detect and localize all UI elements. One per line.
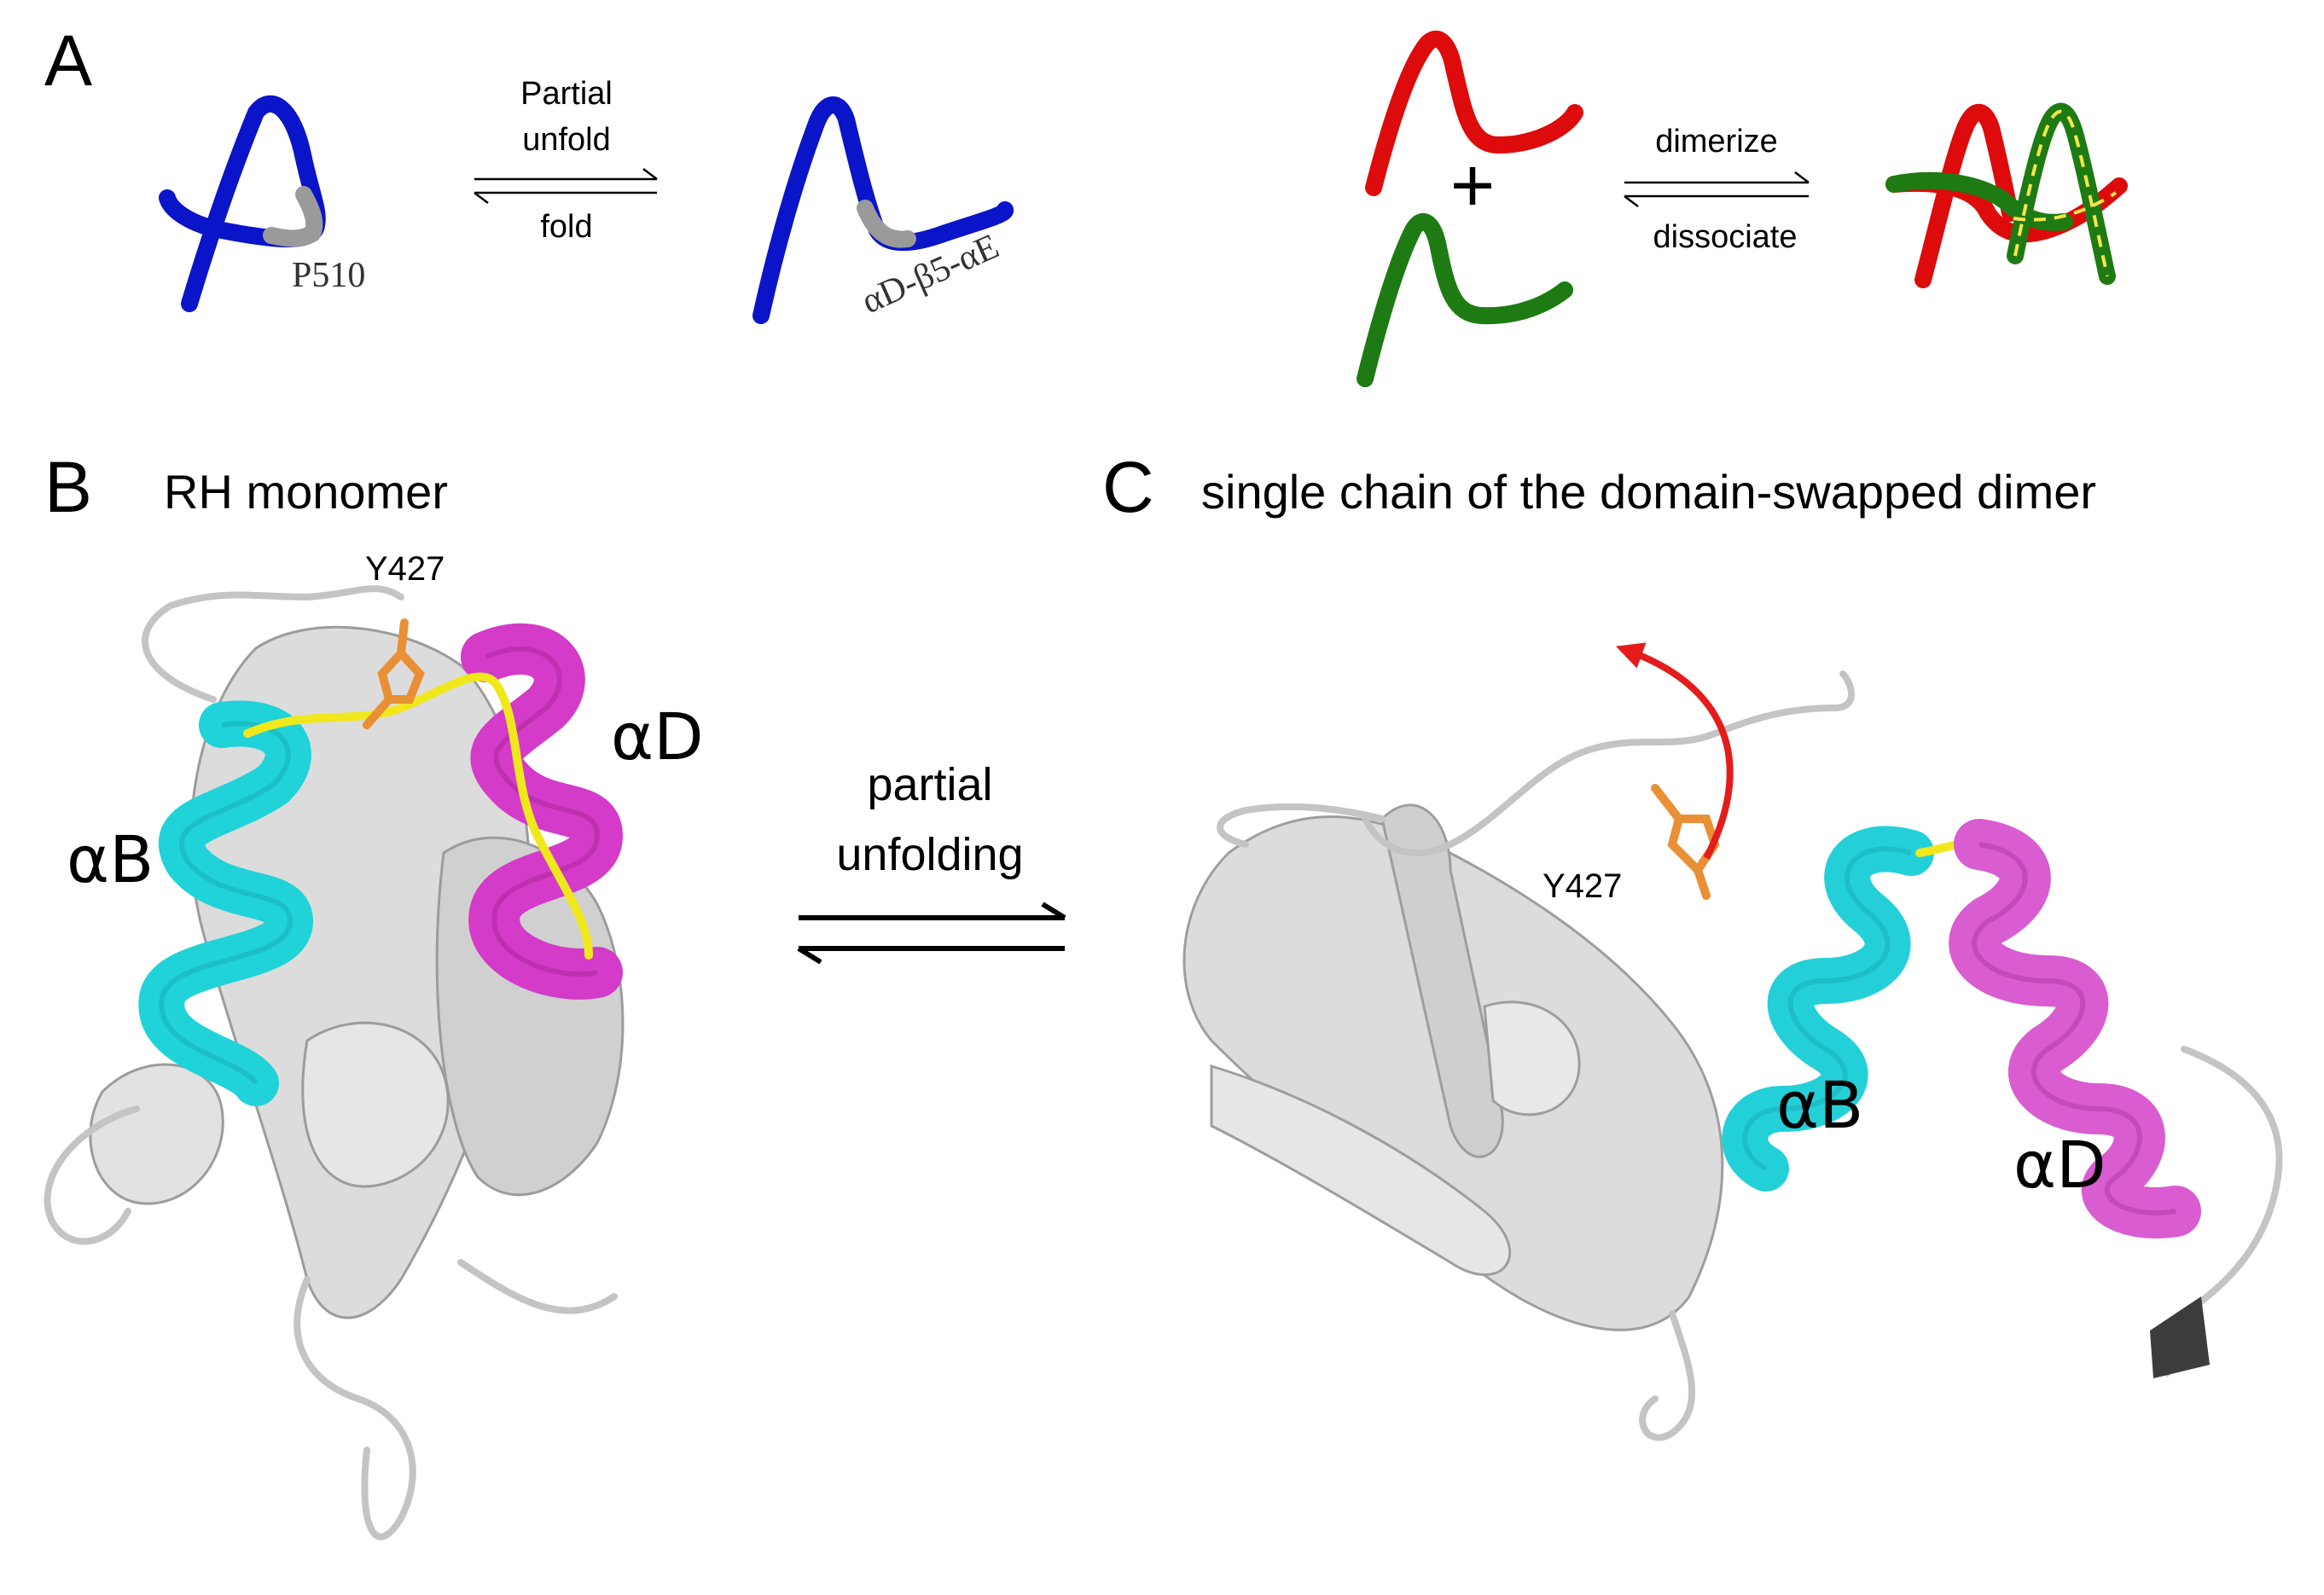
- center-arrow-line2: unfolding: [836, 829, 1023, 880]
- center-arrows: [799, 904, 1065, 962]
- p510-label: P510: [292, 256, 365, 295]
- panel-a: A P510 Partial unfold fold αD-β5-αE +: [44, 20, 2119, 379]
- panel-b: B RH monomer: [44, 447, 704, 1537]
- panel-c-alpha-b-label: αB: [1776, 1067, 1863, 1143]
- dimerize-equilibrium-arrows: [1624, 172, 1809, 206]
- panel-c-title: single chain of the domain-swapped dimer: [1201, 465, 2096, 519]
- dimerize-label: dimerize: [1655, 124, 1778, 160]
- panel-b-alpha-d-label: αD: [611, 699, 704, 774]
- terminal-strand: [2150, 1296, 2210, 1378]
- panel-c-y427-sidechain: [1655, 788, 1715, 896]
- dissociate-label: dissociate: [1653, 219, 1798, 255]
- unfold-label: unfold: [522, 122, 611, 158]
- center-arrow-line1: partial: [867, 759, 992, 810]
- fold-label: fold: [540, 209, 592, 245]
- panel-b-letter: B: [44, 447, 92, 527]
- fold-equilibrium-arrows: [474, 169, 657, 203]
- green-chain-cartoon: [1365, 222, 1565, 379]
- panel-b-title: RH monomer: [164, 465, 448, 519]
- panel-b-alpha-b-label: αB: [67, 821, 154, 897]
- panel-c-letter: C: [1102, 447, 1154, 527]
- panel-c: C single chain of the domain-swapped dim…: [1102, 447, 2280, 1437]
- panel-a-letter: A: [44, 20, 92, 101]
- partial-label: Partial: [520, 76, 613, 112]
- panel-c-alpha-d-label: αD: [2013, 1127, 2106, 1203]
- center-equilibrium: partial unfolding: [799, 759, 1065, 962]
- swapped-chain-body: [1184, 805, 1723, 1330]
- swapped-dimer-cartoon: [1894, 112, 2119, 280]
- panel-c-y427-label: Y427: [1543, 867, 1622, 905]
- panel-b-y427-label: Y427: [365, 550, 444, 588]
- plus-sign: +: [1450, 143, 1496, 229]
